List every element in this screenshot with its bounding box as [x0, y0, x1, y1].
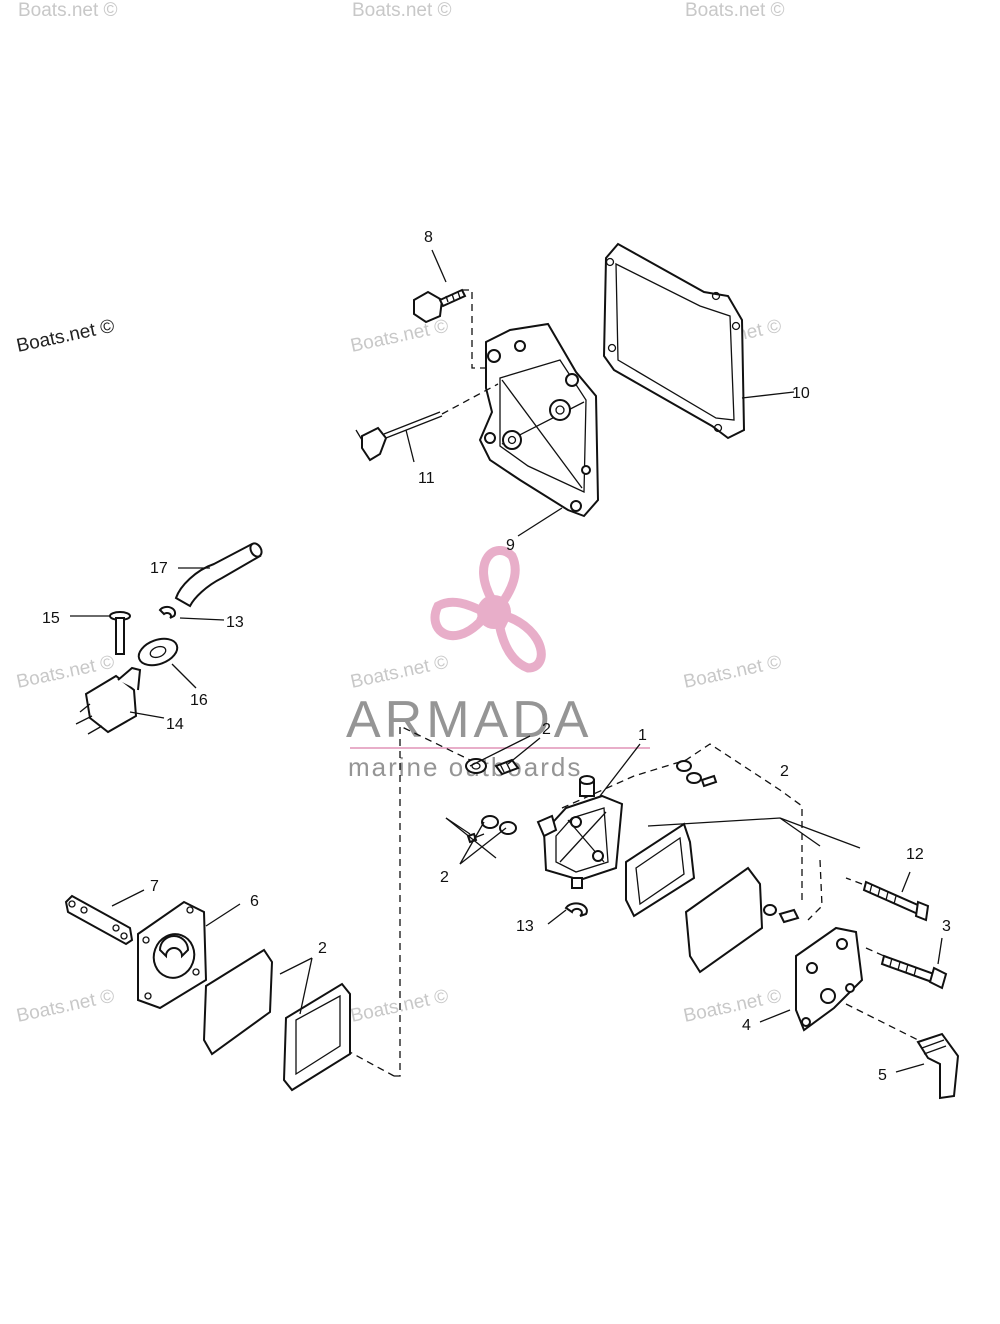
watermark: Boats.net ©	[682, 652, 784, 693]
part-2-diaphragm-set-right	[625, 760, 800, 974]
part-2-gasket	[282, 982, 351, 1092]
part-13-clip	[158, 605, 177, 619]
watermark: Boats.net ©	[682, 986, 784, 1027]
part-8-screw	[413, 288, 467, 324]
callout-2: 2	[440, 869, 449, 886]
callout-15: 15	[42, 610, 60, 627]
watermark: Boats.net ©	[349, 652, 451, 693]
part-7-plate	[64, 894, 134, 946]
part-3-bolt	[880, 954, 948, 990]
callout-6: 6	[250, 893, 259, 910]
part-9-cover-plate	[478, 322, 600, 518]
callout-13: 13	[516, 918, 534, 935]
propeller-icon	[430, 546, 546, 673]
callout-4: 4	[742, 1017, 751, 1034]
cover-assembly	[355, 242, 795, 537]
callout-17: 17	[150, 560, 168, 577]
callout-9: 9	[506, 537, 515, 554]
armada-logo: ARMADA marine outboards	[346, 546, 650, 782]
callout-3: 3	[942, 918, 951, 935]
callout-labels: 1 2 2 2 2 2 3 4 5 6 7 8 9 10 11 12 13 13…	[42, 229, 951, 1084]
part-2-check-valve-set	[465, 758, 520, 844]
pump-assembly	[345, 724, 960, 1100]
part-1-pump-body	[536, 775, 624, 889]
callout-14: 14	[166, 716, 184, 733]
watermark: Boats.net ©	[349, 316, 451, 357]
part-16-nut	[137, 637, 179, 667]
part-13-clip	[564, 902, 588, 917]
callout-5: 5	[878, 1067, 887, 1084]
callout-1: 1	[638, 727, 647, 744]
part-12-bolt	[862, 880, 930, 922]
part-2-diaphragm	[202, 948, 274, 1056]
logo-name: ARMADA	[346, 691, 592, 749]
part-10-gasket	[602, 242, 746, 440]
callout-2: 2	[780, 763, 789, 780]
part-5-elbow-fitting	[916, 1032, 960, 1100]
callout-8: 8	[424, 229, 433, 246]
callout-10: 10	[792, 385, 810, 402]
part-15-screw	[109, 611, 131, 655]
part-6-adapter	[137, 900, 208, 1010]
watermark: Boats.net ©	[15, 986, 117, 1027]
part-14-valve	[75, 666, 142, 735]
lower-left-assembly	[64, 889, 351, 1092]
callout-13: 13	[226, 614, 244, 631]
callout-2: 2	[542, 721, 551, 738]
callout-7: 7	[150, 878, 159, 895]
part-11-wire	[355, 383, 499, 462]
watermark: Boats.net ©	[685, 0, 785, 21]
callout-16: 16	[190, 692, 208, 709]
vent-assembly	[70, 542, 263, 735]
callout-2: 2	[318, 940, 327, 957]
callout-11: 11	[418, 470, 435, 487]
watermark: Boats.net ©	[18, 0, 118, 21]
watermark-top-left: Boats.net ©	[15, 316, 117, 357]
watermark: Boats.net ©	[352, 0, 452, 21]
part-17-hose	[174, 542, 262, 608]
logo-tagline: marine outboards	[348, 752, 582, 782]
part-4-pump-cover	[795, 926, 864, 1032]
callout-12: 12	[906, 846, 924, 863]
